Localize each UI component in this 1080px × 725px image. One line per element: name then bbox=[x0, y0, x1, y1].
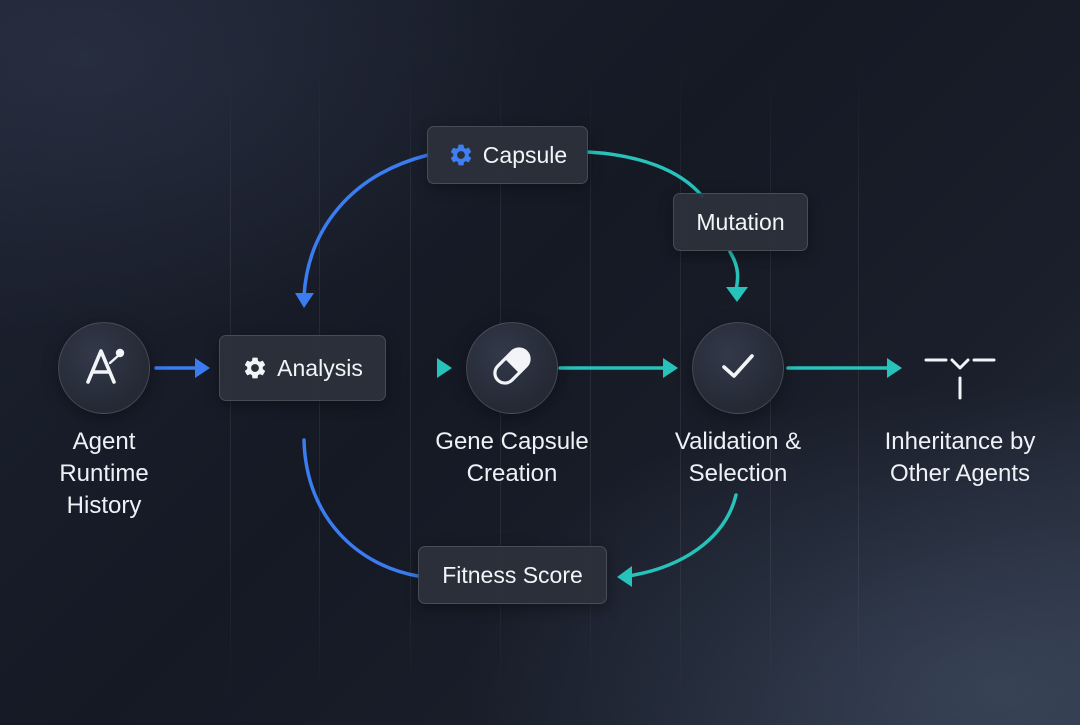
gear-icon bbox=[448, 142, 474, 168]
grid-line bbox=[410, 60, 411, 700]
capsule-label: Capsule bbox=[482, 141, 568, 168]
grid-line bbox=[590, 60, 591, 700]
gene-label-line: Creation bbox=[466, 460, 558, 487]
analysis-node[interactable]: Analysis bbox=[219, 335, 386, 401]
branch-icon bbox=[922, 350, 998, 404]
arrowhead bbox=[437, 358, 452, 378]
validation-label-line: Selection bbox=[688, 460, 788, 487]
gene-label-line: Gene Capsule bbox=[435, 428, 589, 455]
analysis-label: Analysis bbox=[277, 354, 363, 381]
arrowhead bbox=[663, 358, 678, 378]
arc-validation-to-fitness bbox=[626, 493, 738, 578]
fitness-score-label: Fitness Score bbox=[442, 561, 583, 588]
arc-analysis-to-fitness bbox=[302, 438, 420, 578]
inheritance-stage-label: Inheritance by Other Agents bbox=[855, 426, 1065, 490]
validation-label-line: Validation & bbox=[674, 428, 802, 455]
capsule-node[interactable]: Capsule bbox=[427, 126, 588, 184]
agent-label-line: Agent bbox=[72, 428, 136, 455]
gene-capsule-stage-circle[interactable] bbox=[466, 322, 558, 414]
arc-mutation-to-validation bbox=[728, 250, 740, 292]
grid-line bbox=[858, 60, 859, 700]
inheritance-label-line: Other Agents bbox=[889, 460, 1031, 487]
mutation-node[interactable]: Mutation bbox=[673, 193, 808, 251]
validation-stage-label: Validation & Selection bbox=[638, 426, 838, 490]
arc-capsule-to-analysis bbox=[302, 153, 430, 298]
gene-capsule-stage-label: Gene Capsule Creation bbox=[402, 426, 622, 490]
arrowhead-analysis bbox=[295, 293, 314, 308]
fitness-score-node[interactable]: Fitness Score bbox=[418, 546, 607, 604]
grid-line bbox=[680, 60, 681, 700]
pill-icon bbox=[487, 341, 537, 396]
agent-logo-icon bbox=[79, 341, 129, 396]
arrowhead bbox=[195, 358, 210, 378]
agent-stage-label: Agent Runtime History bbox=[24, 426, 184, 522]
validation-stage-circle[interactable] bbox=[692, 322, 784, 414]
agent-label-line: Runtime bbox=[59, 460, 149, 487]
arrowhead-fitness bbox=[617, 566, 632, 587]
agent-label-line: History bbox=[66, 492, 142, 519]
gear-icon bbox=[242, 355, 268, 381]
mutation-label: Mutation bbox=[696, 208, 785, 235]
inheritance-label-line: Inheritance by bbox=[884, 428, 1036, 455]
checkmark-icon bbox=[716, 344, 760, 393]
arc-capsule-to-mutation bbox=[586, 150, 704, 198]
arrowhead-validation bbox=[726, 287, 748, 302]
arrowhead bbox=[887, 358, 902, 378]
agent-stage-circle[interactable] bbox=[58, 322, 150, 414]
